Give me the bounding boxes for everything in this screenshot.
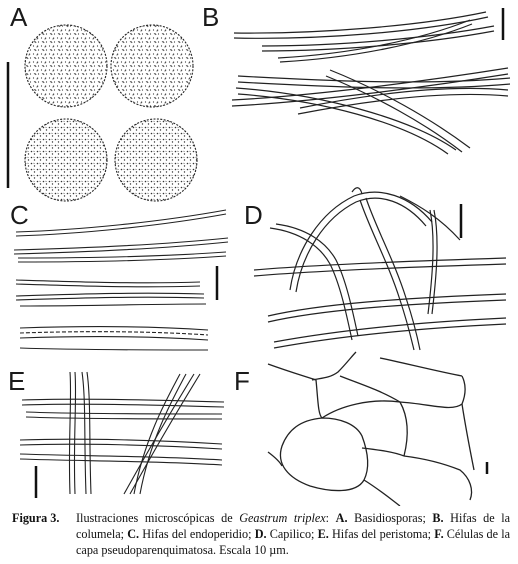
caption-label: Figura 3. (12, 511, 60, 525)
caption-text-c: Hifas del endoperidio; (139, 527, 255, 541)
caption-key-c: C. (127, 527, 140, 541)
caption-key-f: F. (434, 527, 444, 541)
caption-colon: : (325, 511, 336, 525)
caption-text-b: Hifas de la columela; (76, 511, 510, 541)
caption-text-f: Células de la capa pseudoparenquimatosa. (76, 527, 511, 557)
caption-key-e: E. (317, 527, 329, 541)
caption-text: Ilustraciones microscópicas de Geastrum … (76, 510, 510, 558)
caption-text-a: Basidiosporas; (347, 511, 433, 525)
panel-label-e: E (8, 366, 26, 396)
panel-e-hyphae (19, 371, 225, 495)
caption-text-d: Capilico; (266, 527, 318, 541)
caption-text-e: Hifas del peristoma; (328, 527, 435, 541)
caption-key-d: D. (254, 527, 267, 541)
panel-label-a: A (10, 2, 28, 32)
panel-label-f: F (234, 366, 250, 396)
panel-f-cells (267, 351, 475, 506)
panel-d-capillitium (253, 187, 507, 351)
caption-scale: Escala 10 µm. (219, 543, 289, 557)
panel-b-hyphae (231, 11, 511, 155)
panel-c-hyphae (13, 209, 229, 351)
panel-label-c: C (10, 200, 29, 230)
caption-key-a: A. (335, 511, 348, 525)
caption-key-b: B. (432, 511, 444, 525)
caption-intro: Ilustraciones microscópicas de (76, 511, 240, 525)
figure-illustration: A B C D E F (6, 2, 511, 506)
panel-a-spores (24, 24, 198, 202)
panel-label-b: B (202, 2, 220, 32)
drawings (6, 8, 511, 506)
panel-label-d: D (244, 200, 263, 230)
caption-species: Geastrum triplex (239, 511, 326, 525)
